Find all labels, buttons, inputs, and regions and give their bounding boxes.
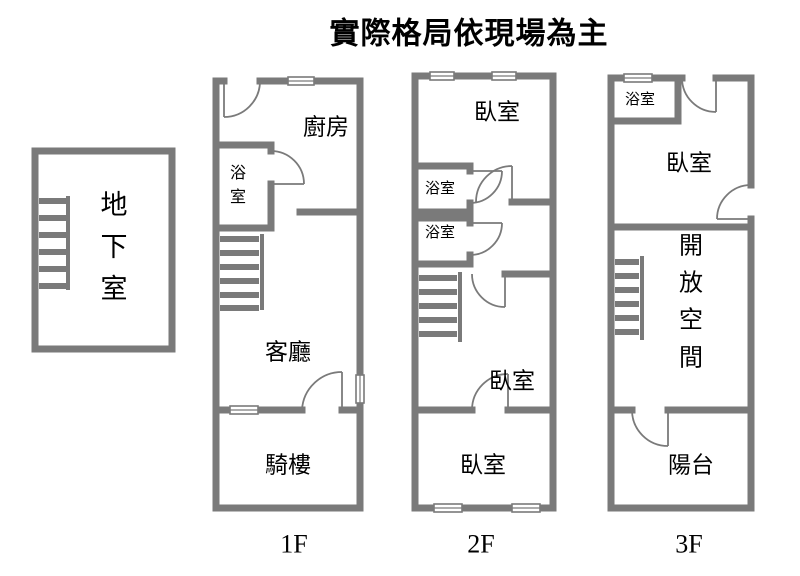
- floor2-bath-upper-door-icon: [469, 170, 503, 204]
- floor1-living-label: 客廳: [265, 339, 311, 365]
- floor1-plan: [212, 76, 365, 512]
- floor2-window-top-right-icon: [491, 71, 517, 81]
- floor1-entry-door-icon: [223, 80, 261, 118]
- floor1-kitchen-label: 廚房: [303, 114, 349, 140]
- floor3-plan: [607, 73, 755, 512]
- floor1-floor-label: 1F: [280, 529, 308, 559]
- floor1-window-inner-icon: [229, 405, 259, 415]
- floor1-bath-door-icon: [270, 150, 305, 185]
- basement-outline: [31, 147, 176, 353]
- floor2-window-bottom-right-icon: [511, 503, 541, 513]
- basement-label: 地下室: [100, 190, 128, 304]
- basement-stairs-icon: [39, 196, 70, 290]
- floor2-stairs-icon: [419, 272, 462, 342]
- floor2-walls: [411, 72, 557, 512]
- floor1-window-top-icon: [287, 76, 315, 86]
- floor2-bottom-door-icon: [471, 373, 509, 411]
- floor2-bedroom-bottom-label: 臥室: [460, 452, 506, 478]
- floor2-plan: [411, 71, 557, 513]
- floor1-living-door-icon: [301, 371, 343, 411]
- floor2-middle-door-icon: [471, 273, 506, 308]
- floor1-bath-label: 浴室: [229, 165, 246, 206]
- floor3-bath-label: 浴室: [624, 91, 656, 108]
- floor3-balcony-label: 陽台: [668, 452, 714, 478]
- page-title: 實際格局依現場為主: [329, 17, 609, 51]
- floor3-bedroom-door-icon: [716, 184, 752, 220]
- floor2-bath-lower-label: 浴室: [424, 224, 456, 241]
- floor2-floor-label: 2F: [467, 529, 495, 559]
- floor1-walls: [212, 77, 364, 512]
- floor2-window-top-left-icon: [429, 71, 455, 81]
- floor3-floor-label: 3F: [675, 529, 703, 559]
- floor1-window-right-icon: [355, 374, 365, 404]
- floor3-balcony-door-icon: [631, 409, 669, 447]
- floor3-stairs-icon: [615, 256, 644, 340]
- floor1-stairs-icon: [220, 234, 264, 311]
- floor1-arcade-label: 騎樓: [265, 452, 311, 478]
- floor3-walls: [607, 74, 755, 512]
- basement-plan: [31, 147, 176, 353]
- floor3-open-space-label: 開放空間: [678, 233, 703, 372]
- floor2-bedroom-middle-label: 臥室: [489, 368, 535, 394]
- floor2-bedroom-top-door-icon: [475, 165, 513, 203]
- floor2-bedroom-top-label: 臥室: [474, 99, 520, 125]
- floor3-bedroom-label: 臥室: [666, 150, 712, 176]
- floor3-entry-door-icon: [681, 77, 717, 113]
- floor2-bath-upper-label: 浴室: [424, 180, 456, 197]
- floor2-window-bottom-left-icon: [433, 503, 463, 513]
- floor3-window-top-icon: [623, 73, 653, 83]
- floor2-bath-lower-door-icon: [469, 222, 503, 256]
